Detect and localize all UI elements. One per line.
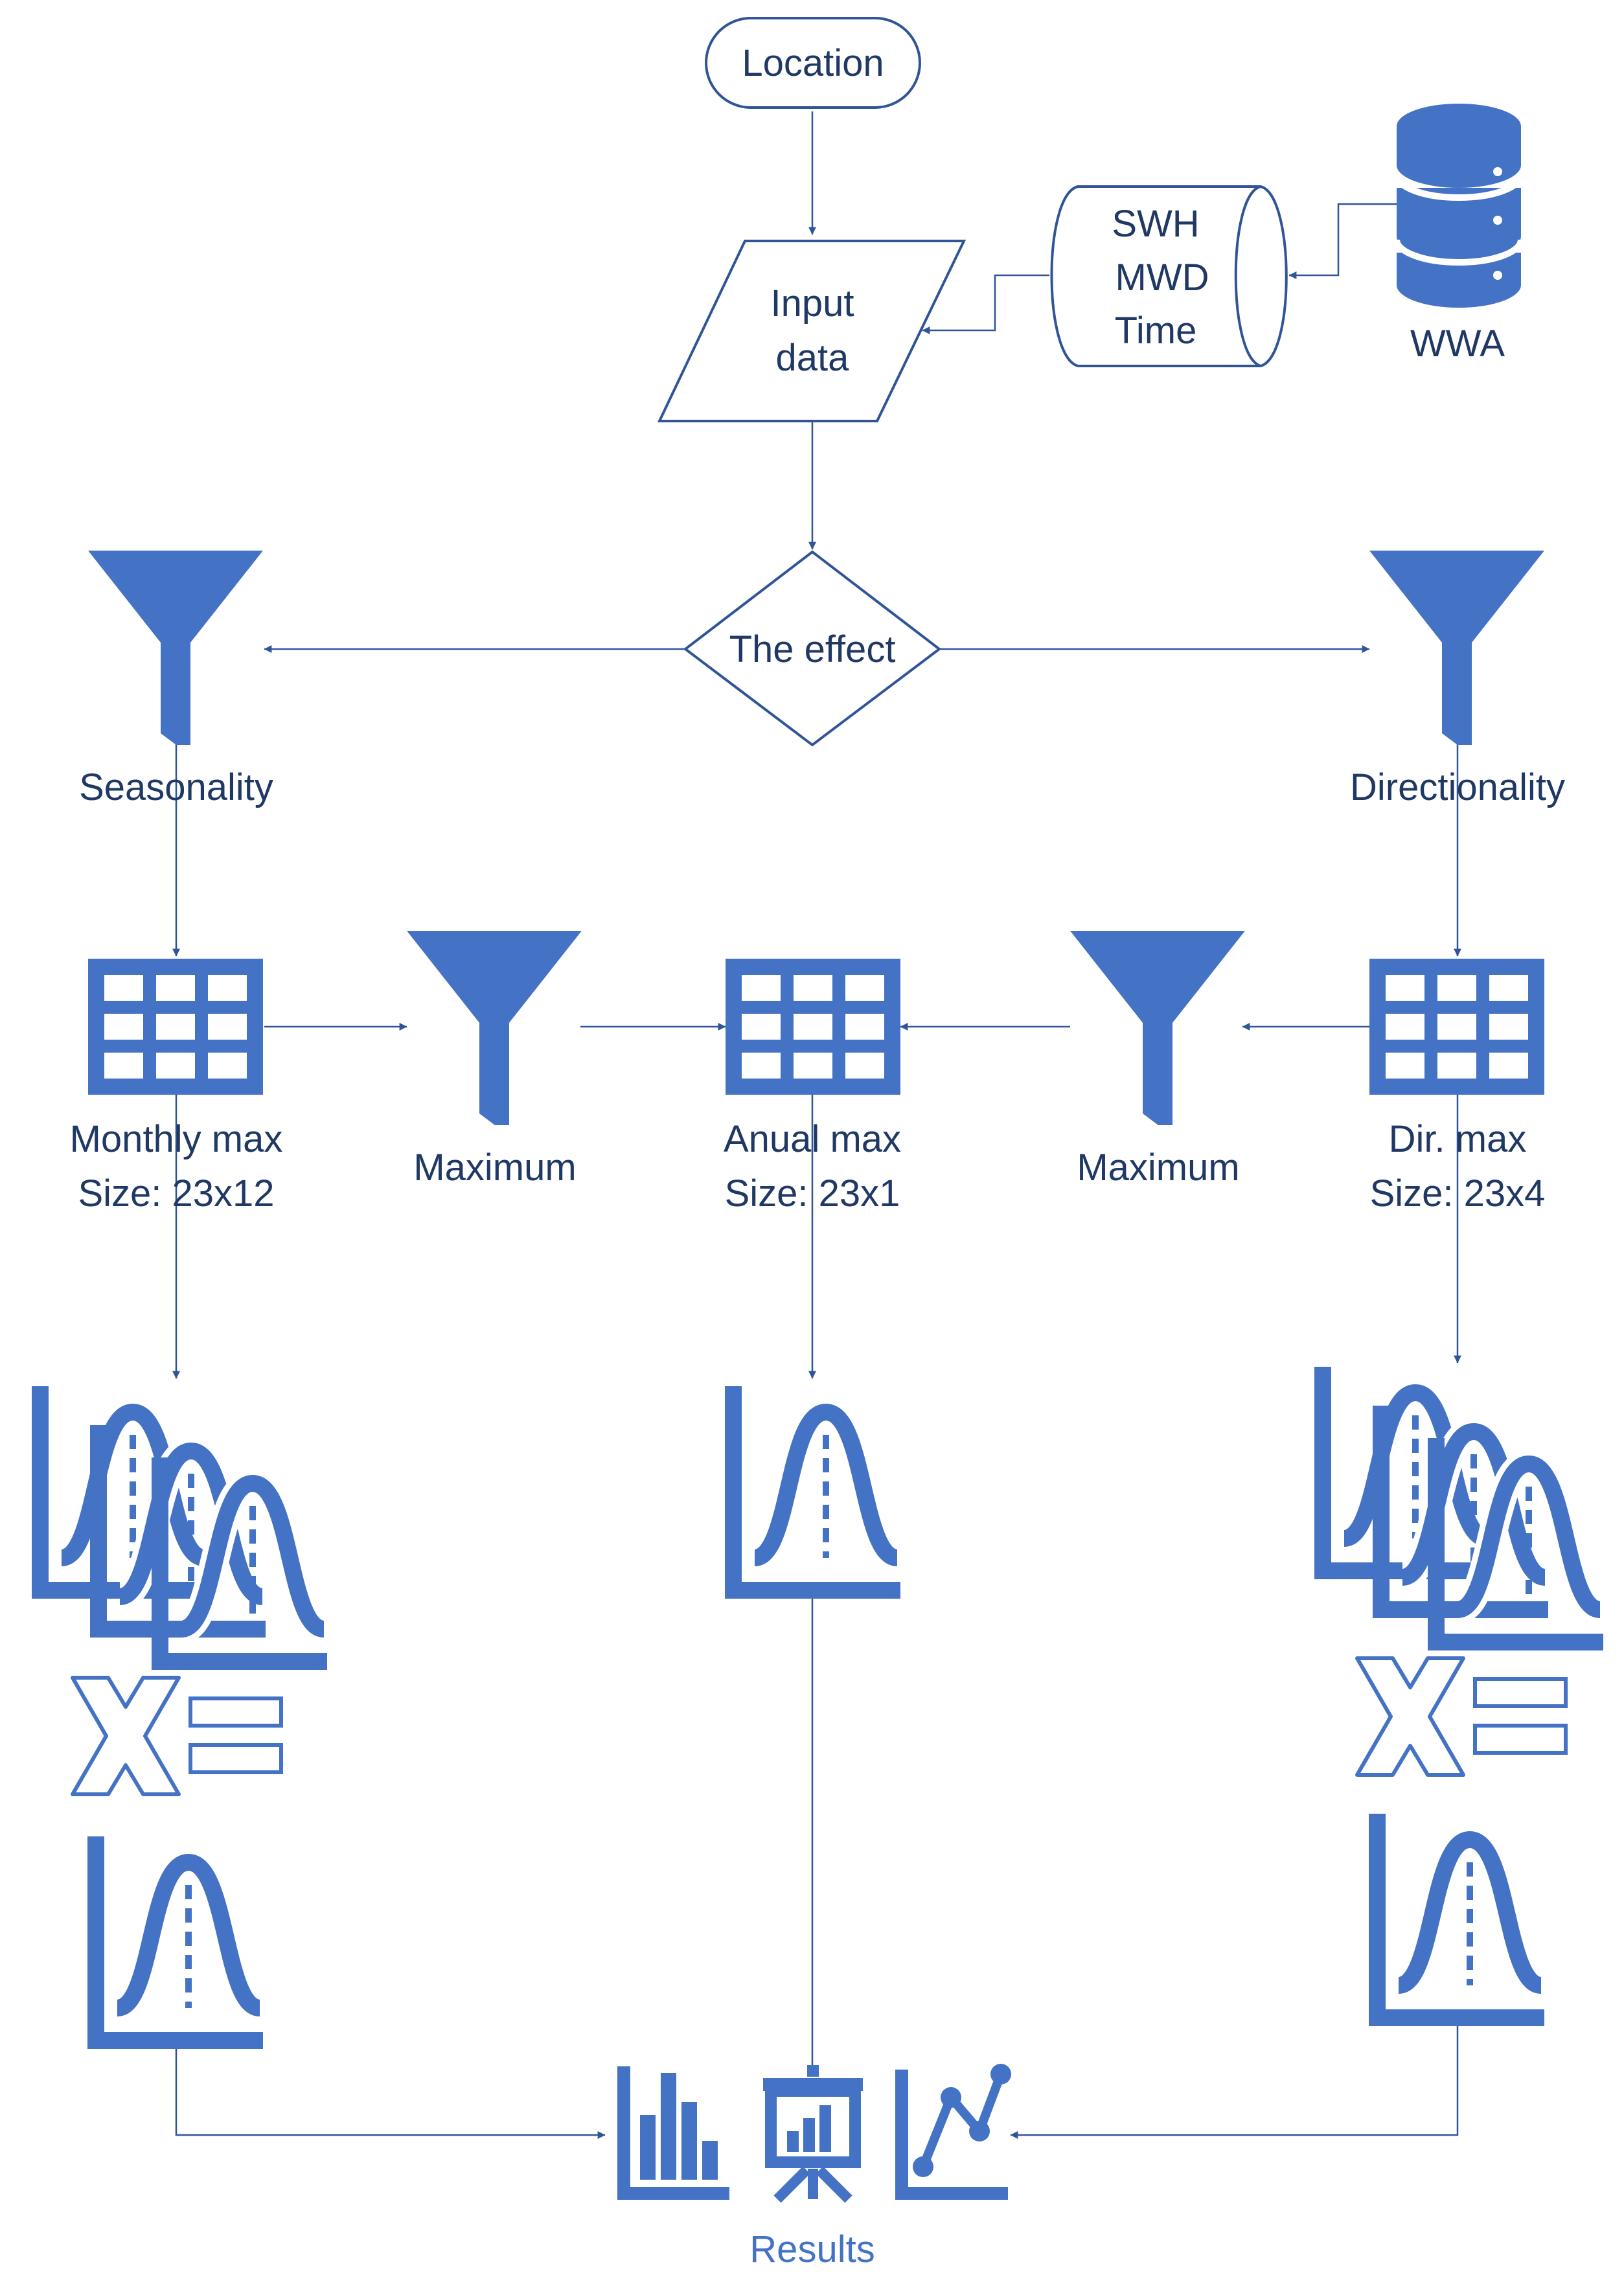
- dir-max-label: Dir. max: [1389, 1118, 1527, 1160]
- input-data-label-line1: Input: [771, 282, 854, 325]
- monthly-distributions-icon: [40, 1386, 327, 1662]
- location-node: Location: [705, 17, 921, 109]
- seasonality-label: Seasonality: [79, 766, 273, 808]
- annual-max-size: Size: 23x1: [725, 1172, 900, 1215]
- effect-label: The effect: [729, 628, 896, 670]
- seasonality-funnel-icon: [88, 551, 263, 745]
- variable-swh: SWH: [1112, 203, 1199, 245]
- monthly-max-table-icon: [88, 959, 263, 1095]
- maximum-right-label: Maximum: [1077, 1147, 1239, 1189]
- right-multiply-equals-icon: [1357, 1658, 1566, 1775]
- monthly-max-size: Size: 23x12: [78, 1172, 274, 1215]
- left-multiply-equals-icon: [73, 1678, 281, 1794]
- right-combined-distribution-icon: [1377, 1814, 1544, 2018]
- input-data-node: Input data: [657, 240, 966, 422]
- database-icon: [1393, 104, 1524, 308]
- edge-variables-input: [922, 274, 1049, 334]
- annual-max-table-icon: [726, 959, 900, 1095]
- dir-max-table-icon: [1369, 959, 1544, 1095]
- variable-time: Time: [1115, 310, 1197, 352]
- variable-mwd: MWD: [1115, 257, 1209, 299]
- dir-max-size: Size: 23x4: [1370, 1172, 1546, 1215]
- presentation-icon: [763, 2065, 863, 2203]
- left-combined-distribution-icon: [96, 1836, 263, 2040]
- maximum-left-funnel-icon: [407, 931, 582, 1125]
- directionality-funnel-icon: [1369, 551, 1544, 745]
- edge-right-results: [1010, 2018, 1459, 2139]
- database-label: WWA: [1410, 323, 1505, 365]
- line-chart-icon: [895, 2064, 1011, 2200]
- edge-left-results: [175, 2037, 606, 2139]
- bar-chart-icon: [617, 2066, 729, 2200]
- variables-node: SWH MWD Time: [1050, 185, 1288, 367]
- annual-max-label: Anual max: [724, 1118, 901, 1160]
- connectors: [172, 111, 1461, 2139]
- results-label: Results: [749, 2228, 875, 2270]
- maximum-right-funnel-icon: [1070, 931, 1245, 1125]
- effect-decision-node: The effect: [683, 550, 942, 747]
- input-data-label-line2: data: [776, 337, 850, 379]
- edge-wwa-variables: [1288, 203, 1399, 279]
- maximum-left-label: Maximum: [413, 1147, 576, 1189]
- annual-distribution-icon: [733, 1386, 900, 1590]
- directionality-label: Directionality: [1350, 766, 1565, 808]
- monthly-max-label: Monthly max: [70, 1118, 283, 1160]
- location-label: Location: [742, 42, 884, 84]
- dir-distributions-icon: [1323, 1367, 1603, 1642]
